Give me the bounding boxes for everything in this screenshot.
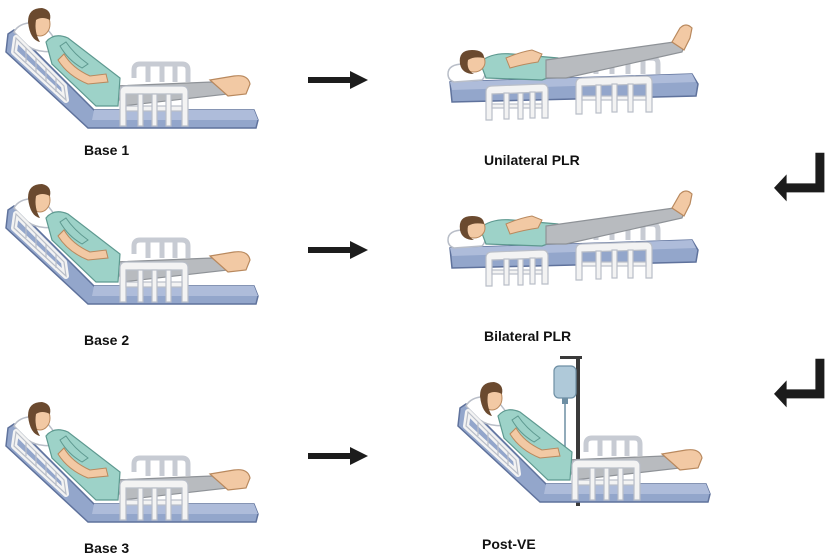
return-arrow-icon <box>774 150 828 211</box>
scene-base-3 <box>2 396 262 536</box>
scene-base-2 <box>2 178 262 318</box>
scene-base-1 <box>2 2 262 142</box>
iv-pole-icon <box>576 356 580 506</box>
caption-bilateral-plr: Bilateral PLR <box>484 328 572 344</box>
scene-post-ve <box>450 356 720 516</box>
post-ve-illustration <box>450 356 720 506</box>
semirecumbent-bed-illustration <box>2 2 262 142</box>
caption-base-3: Base 3 <box>84 540 130 556</box>
caption-base-2: Base 2 <box>84 332 130 348</box>
caption-unilateral-plr: Unilateral PLR <box>484 152 580 168</box>
return-arrow-icon <box>774 356 828 417</box>
semirecumbent-bed-illustration <box>2 178 262 318</box>
scene-unilateral-plr <box>446 22 706 132</box>
right-arrow-icon <box>308 240 368 265</box>
iv-bag-icon <box>553 365 577 399</box>
semirecumbent-bed-illustration <box>2 396 262 536</box>
right-arrow-icon <box>308 70 368 95</box>
caption-post-ve: Post-VE <box>482 536 536 552</box>
flat-bed-leg-raise-illustration <box>446 188 706 298</box>
caption-base-1: Base 1 <box>84 142 130 158</box>
right-arrow-icon <box>308 446 368 471</box>
scene-bilateral-plr <box>446 188 706 298</box>
flat-bed-leg-raise-illustration <box>446 22 706 132</box>
